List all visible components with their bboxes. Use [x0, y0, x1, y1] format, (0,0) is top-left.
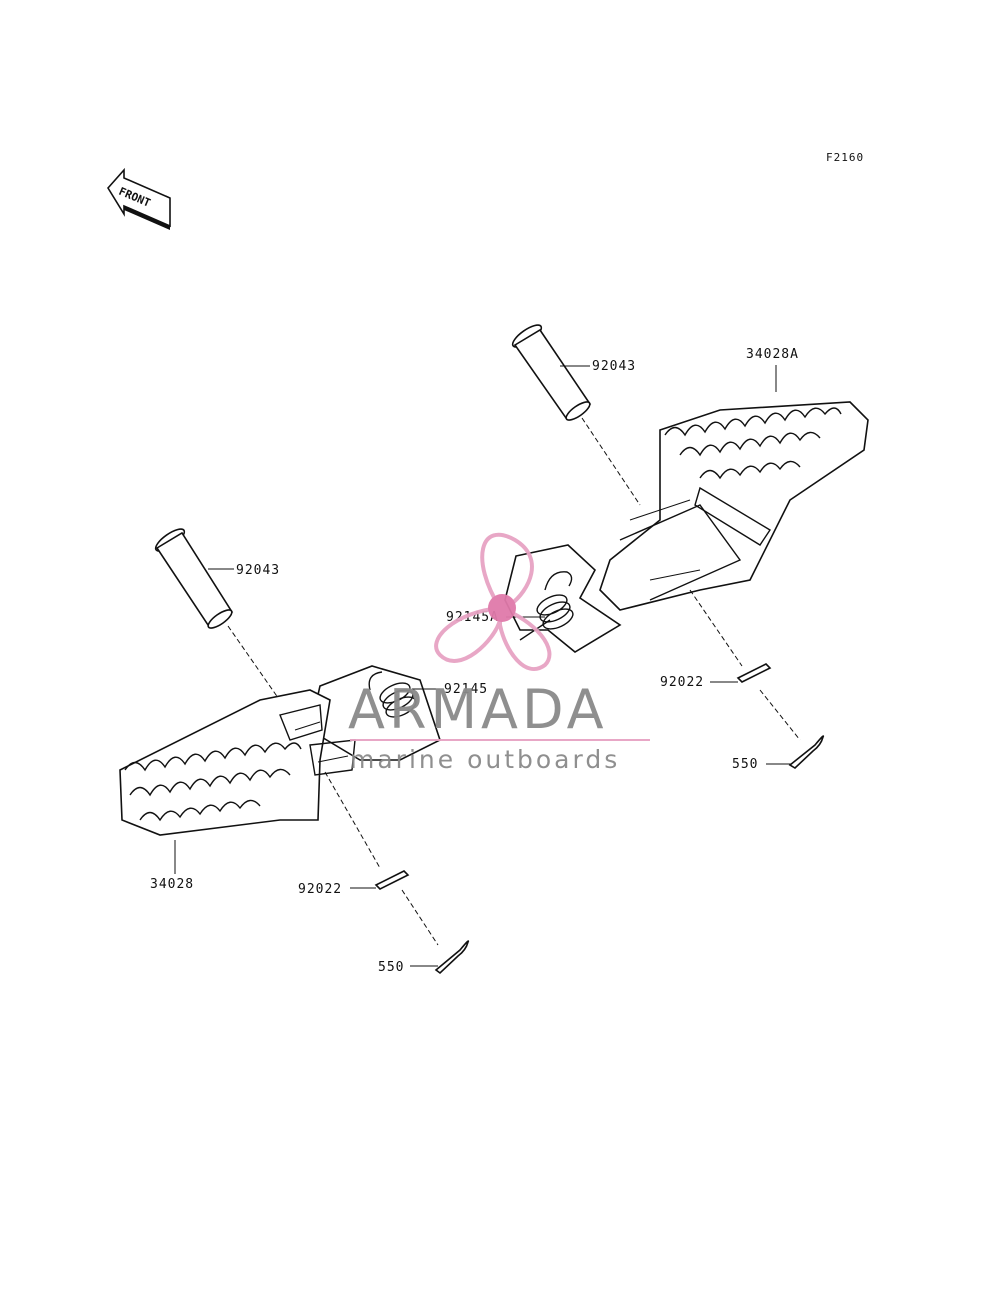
label-pin-left: 92043 — [236, 563, 280, 578]
label-washer-left: 92022 — [298, 882, 342, 897]
pivot-pin-left — [154, 528, 234, 629]
washer-left — [374, 870, 410, 890]
front-arrow-icon: FRONT — [107, 167, 171, 230]
diagram-code: F2160 — [826, 151, 864, 164]
washer-right — [736, 663, 772, 683]
label-washer-right: 92022 — [660, 675, 704, 690]
footpeg-left — [119, 689, 356, 836]
propeller-logo-icon — [434, 532, 552, 671]
cotter-pin-right — [788, 735, 825, 769]
label-cotter-left: 550 — [378, 960, 404, 975]
label-footpeg-left: 34028 — [150, 877, 194, 892]
label-spring-left: 92145 — [444, 682, 488, 697]
pivot-pin-right — [511, 324, 592, 421]
footpeg-right — [599, 401, 869, 611]
label-cotter-right: 550 — [732, 757, 758, 772]
watermark: ARMADA marine outboards — [348, 532, 650, 774]
spring-right — [504, 544, 622, 653]
label-footpeg-right: 34028A — [746, 347, 799, 362]
cotter-pin-left — [434, 940, 470, 975]
label-pin-right: 92043 — [592, 359, 636, 374]
watermark-tagline: marine outboards — [350, 745, 620, 774]
watermark-brand: ARMADA — [348, 678, 608, 741]
